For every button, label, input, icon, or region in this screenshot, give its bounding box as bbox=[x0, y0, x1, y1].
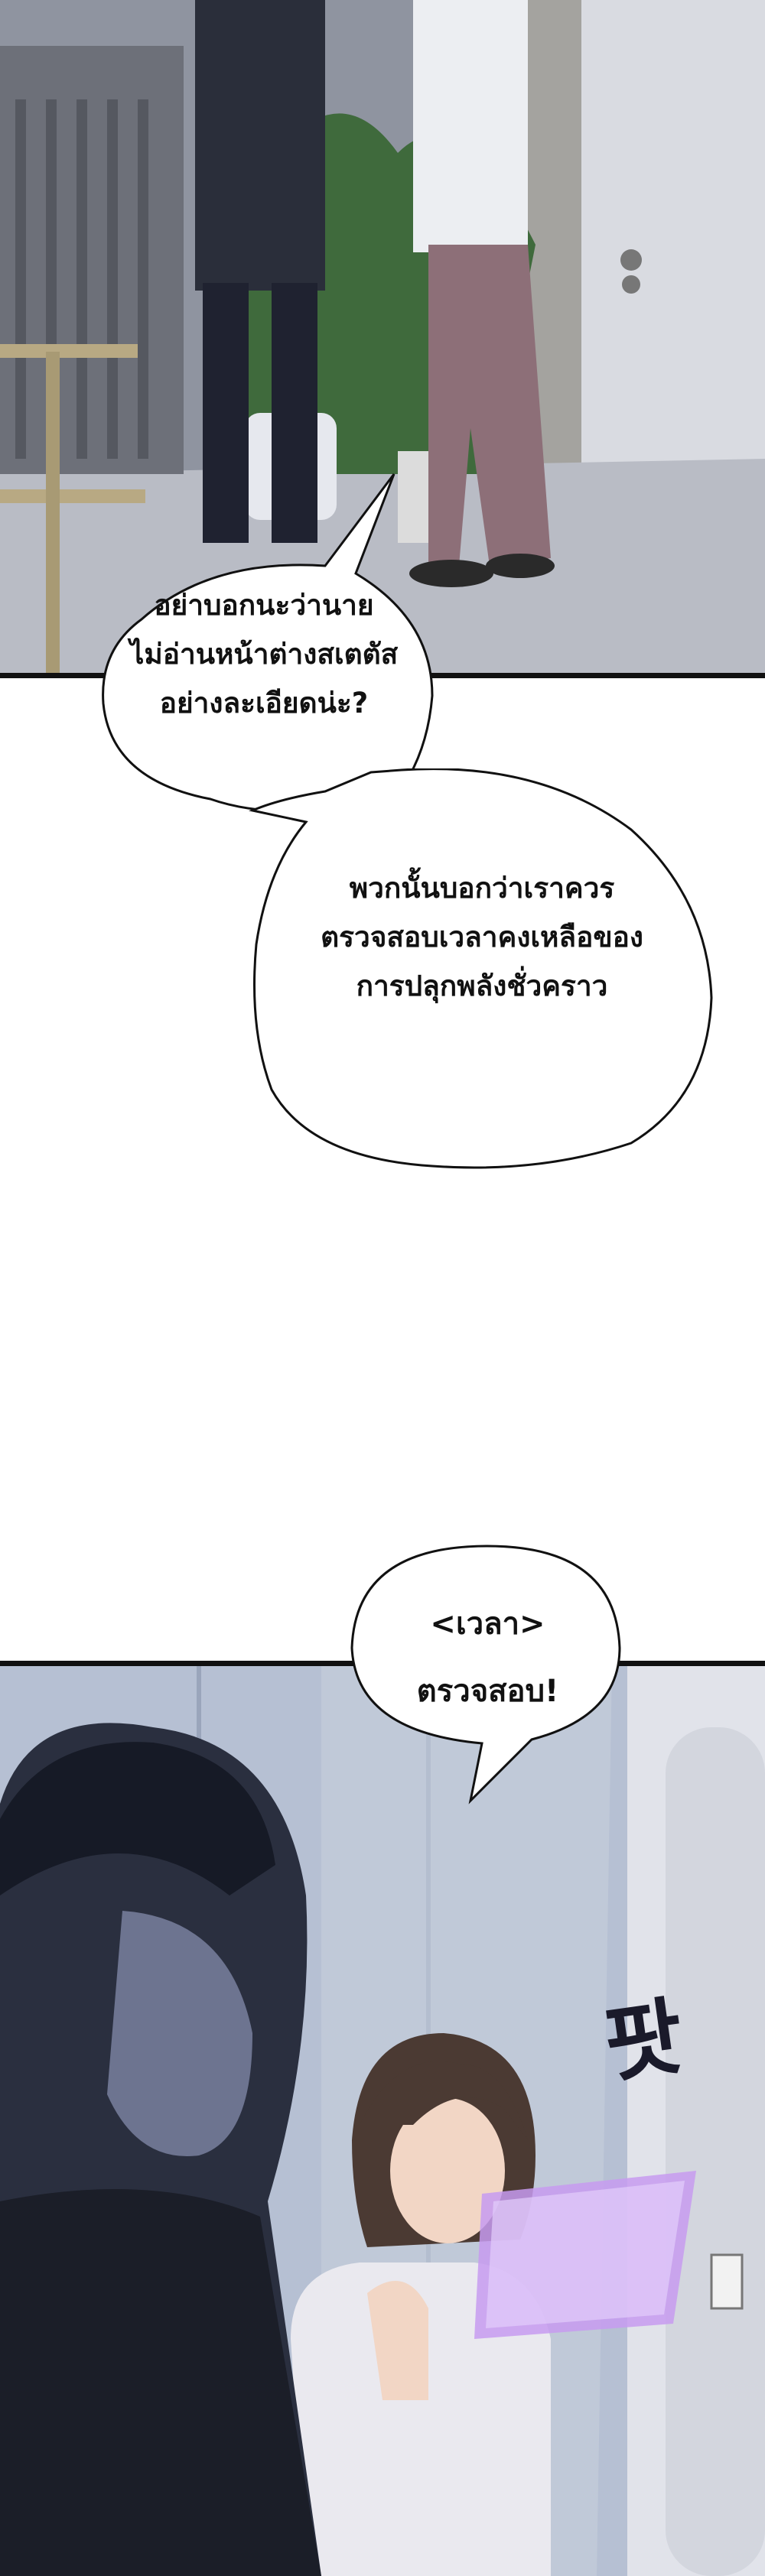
speech-bubble-shape bbox=[350, 1545, 621, 1804]
speech-bubble-text: <เวลา> ตรวจสอบ! bbox=[416, 1606, 559, 1709]
speech-bubble: <เวลา> ตรวจสอบ! bbox=[348, 1518, 627, 1808]
speech-bubble-text: อย่าบอกนะว่านาย ไม่อ่านหน้าต่างสเตตัส อย… bbox=[129, 589, 399, 720]
status-scene-art bbox=[0, 1666, 765, 2576]
speech-bubble-text: พวกนั้นบอกว่าเราควร ตรวจสอบเวลาคงเหลือขอ… bbox=[321, 872, 643, 1002]
speech-bubble-shape bbox=[249, 768, 713, 1169]
panel-status-check: 팟 bbox=[0, 1661, 765, 2576]
speech-bubble: พวกนั้นบอกว่าเราควร ตรวจสอบเวลาคงเหลือขอ… bbox=[249, 768, 715, 1174]
speech-bubble: อย่าบอกนะว่านาย ไม่อ่านหน้าต่างสเตตัส อย… bbox=[96, 473, 440, 813]
